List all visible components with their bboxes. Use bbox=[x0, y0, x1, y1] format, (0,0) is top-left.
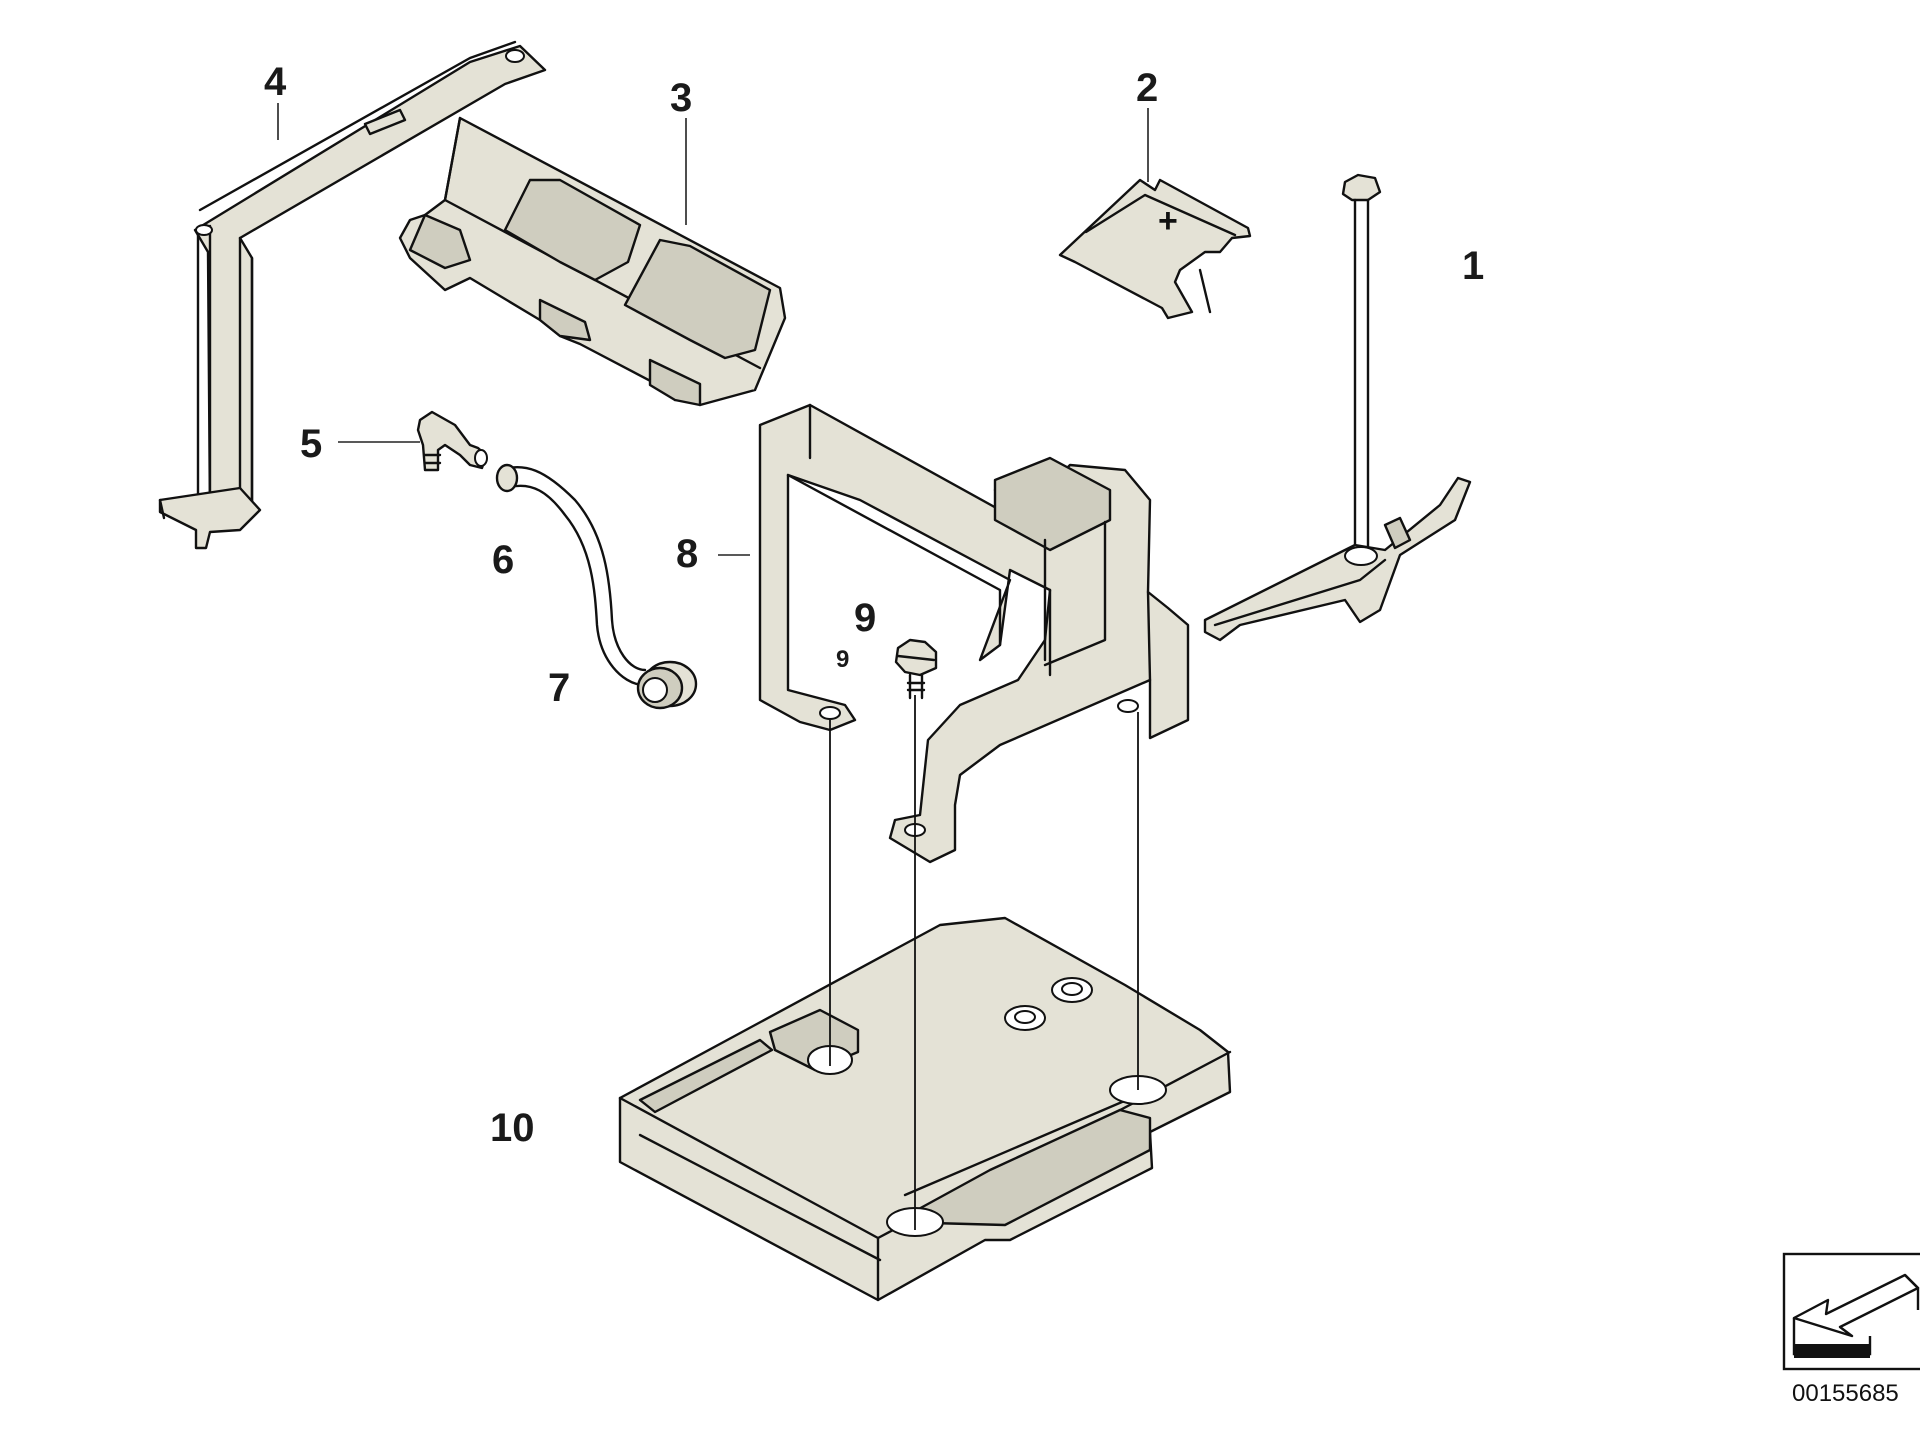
reference-symbol bbox=[1782, 1252, 1920, 1371]
part-8-battery-frame bbox=[758, 403, 1190, 864]
callout-7: 7 bbox=[548, 666, 571, 710]
part-10-battery-tray bbox=[618, 916, 1232, 1302]
callout-2: 2 bbox=[1136, 66, 1159, 110]
callout-1: 1 bbox=[1462, 244, 1485, 288]
assembly-lines bbox=[829, 695, 1139, 1230]
callout-6: 6 bbox=[492, 538, 515, 582]
part-9-screw bbox=[894, 638, 938, 700]
part-6-vent-hose bbox=[495, 463, 647, 687]
callout-4: 4 bbox=[264, 60, 287, 104]
callout-8: 8 bbox=[676, 532, 699, 576]
part-7-grommet bbox=[636, 660, 698, 710]
part-2-terminal-cover bbox=[1058, 178, 1252, 320]
callout-3: 3 bbox=[670, 76, 693, 120]
callout-9: 9 bbox=[854, 596, 877, 640]
callout-10: 10 bbox=[490, 1106, 535, 1150]
part-3-upper-holder bbox=[398, 116, 787, 407]
part-1-bolt-and-clamp bbox=[1203, 173, 1472, 642]
plus-terminal-sign: + bbox=[1158, 202, 1178, 240]
reference-number: 00155685 bbox=[1792, 1380, 1899, 1407]
leader-lines bbox=[277, 103, 1149, 556]
callout-5: 5 bbox=[300, 422, 323, 466]
part-4-strap bbox=[158, 40, 547, 550]
callout-9-small: 9 bbox=[836, 646, 850, 673]
part-5-elbow-connector bbox=[416, 410, 488, 472]
